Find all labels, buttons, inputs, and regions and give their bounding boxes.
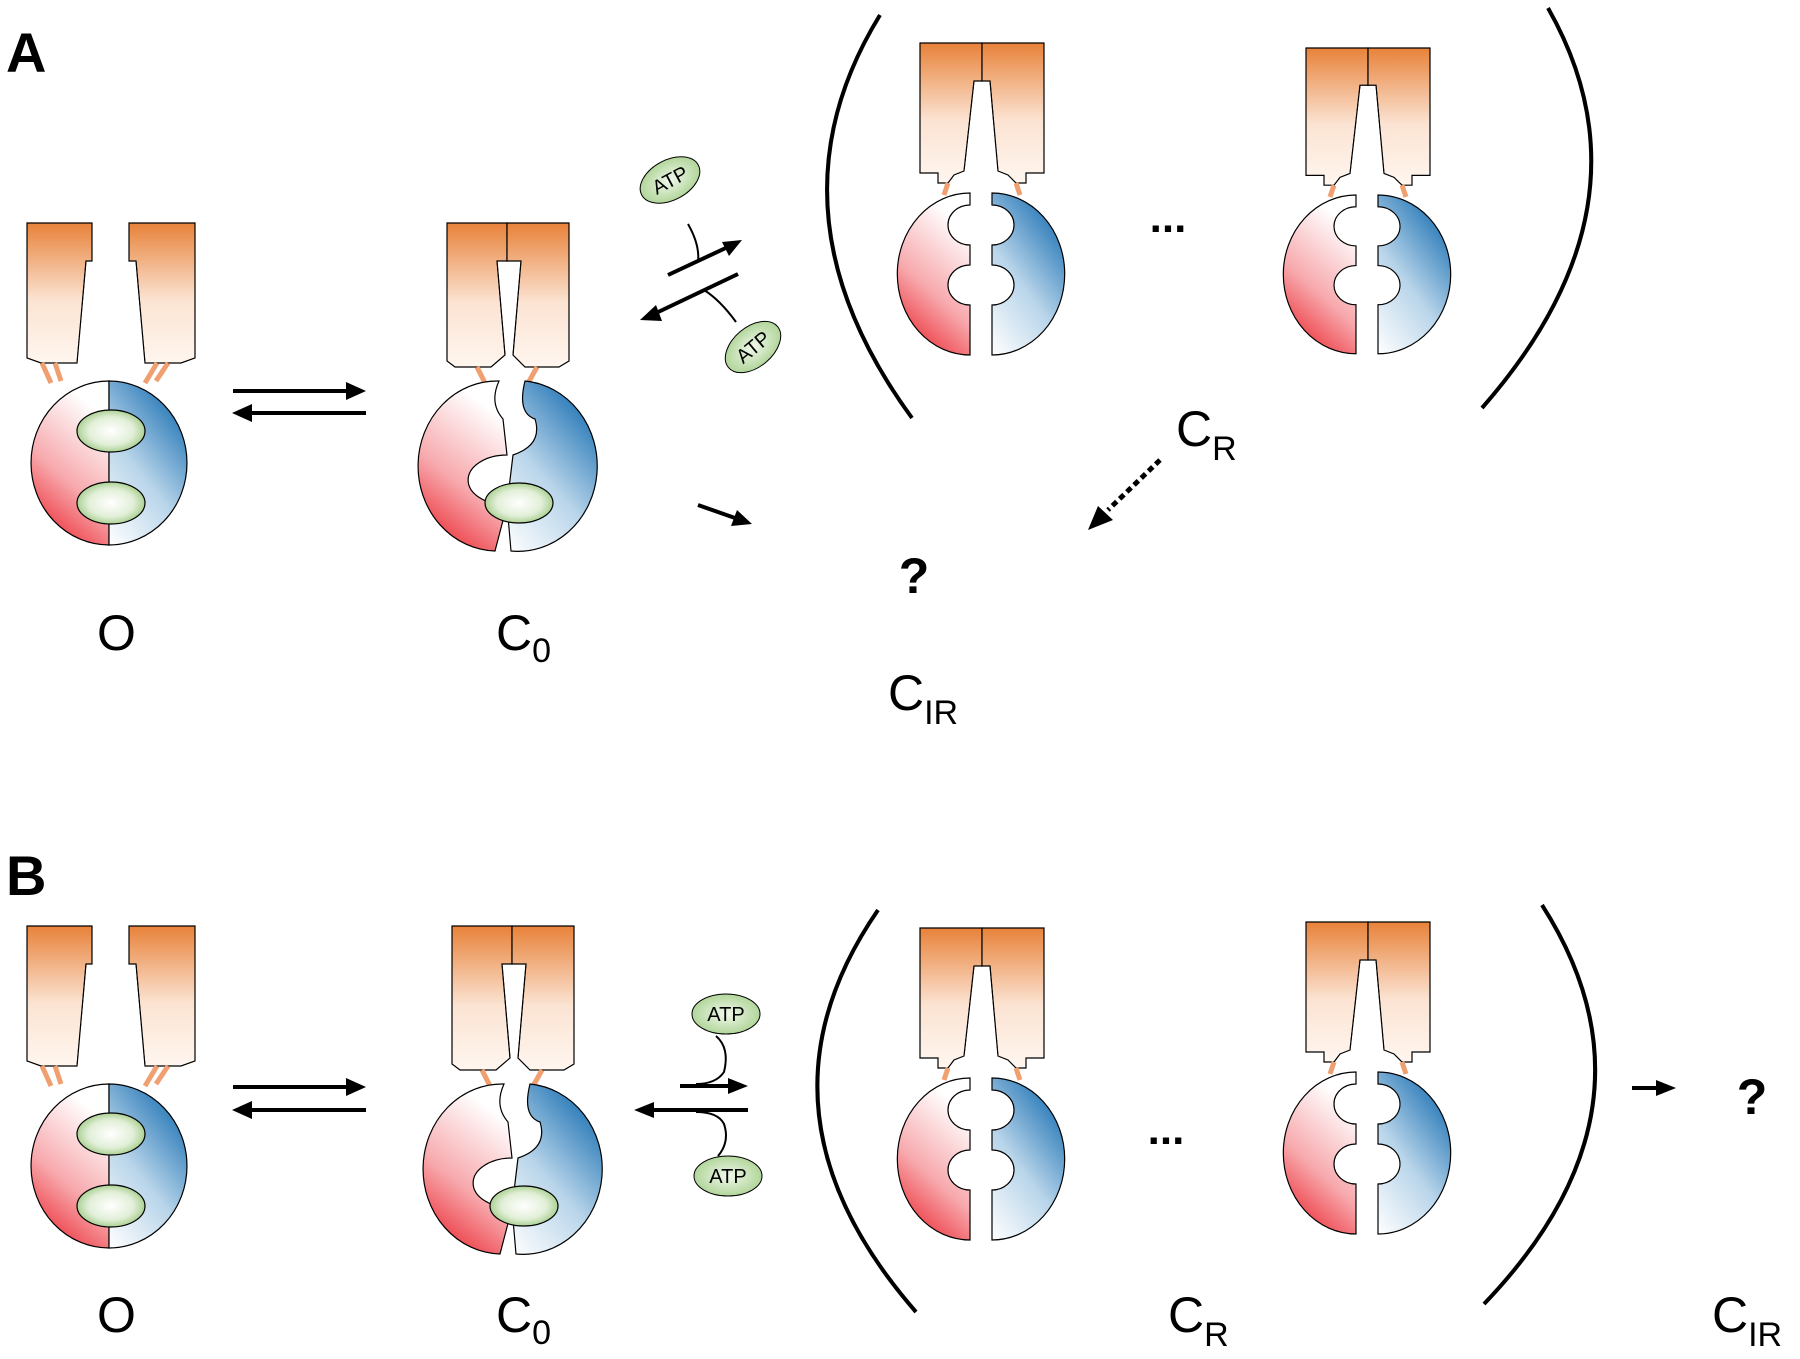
panel-letter-b: B <box>6 844 46 907</box>
ellipsis: ... <box>1150 193 1187 242</box>
channel-open-icon <box>27 223 195 545</box>
channel-reversible-icon <box>1283 922 1450 1234</box>
state-label-cr: CR <box>1176 401 1237 468</box>
state-label-o: O <box>97 1287 136 1343</box>
ellipsis: ... <box>1148 1105 1185 1154</box>
svg-text:ATP: ATP <box>707 1004 744 1026</box>
panel-letter-a: A <box>6 21 46 84</box>
panel-b: B ATP ATP ... <box>6 844 1782 1354</box>
state-label-cir: CIR <box>888 665 958 732</box>
atp-icon: ATP <box>693 1155 763 1197</box>
state-label-o: O <box>97 605 136 661</box>
channel-open-icon <box>27 926 195 1248</box>
channel-closed-icon <box>418 223 597 551</box>
atp-binding-arrows: ATP ATP <box>634 993 763 1197</box>
channel-reversible-icon <box>897 928 1064 1240</box>
atp-binding-arrows: ATP ATP <box>639 156 782 374</box>
atp-icon: ATP <box>724 320 782 374</box>
unknown-state-mark: ? <box>899 548 930 604</box>
channel-closed-icon <box>423 926 602 1254</box>
bracket-icon <box>1482 903 1598 1306</box>
forward-arrow-icon <box>1632 1080 1676 1096</box>
forward-arrow-icon <box>232 1078 366 1119</box>
bracket-icon <box>1480 7 1594 410</box>
forward-arrow-icon <box>232 382 366 422</box>
state-label-cir: CIR <box>1712 1287 1782 1354</box>
bracket-icon <box>815 908 918 1314</box>
state-label-c0: C0 <box>496 605 551 670</box>
forward-arrow-icon <box>697 503 752 526</box>
unknown-state-mark: ? <box>1737 1069 1768 1125</box>
atp-icon: ATP <box>691 993 761 1035</box>
svg-text:ATP: ATP <box>709 1166 746 1188</box>
panel-a: A ATP ATP <box>6 7 1594 732</box>
state-label-cr: CR <box>1168 1287 1229 1354</box>
dashed-arrow-icon <box>1088 458 1162 530</box>
bracket-icon <box>825 13 914 420</box>
channel-reversible-icon <box>897 43 1064 355</box>
channel-reversible-icon <box>1283 48 1450 354</box>
state-label-c0: C0 <box>496 1287 551 1352</box>
atp-icon: ATP <box>639 156 701 204</box>
